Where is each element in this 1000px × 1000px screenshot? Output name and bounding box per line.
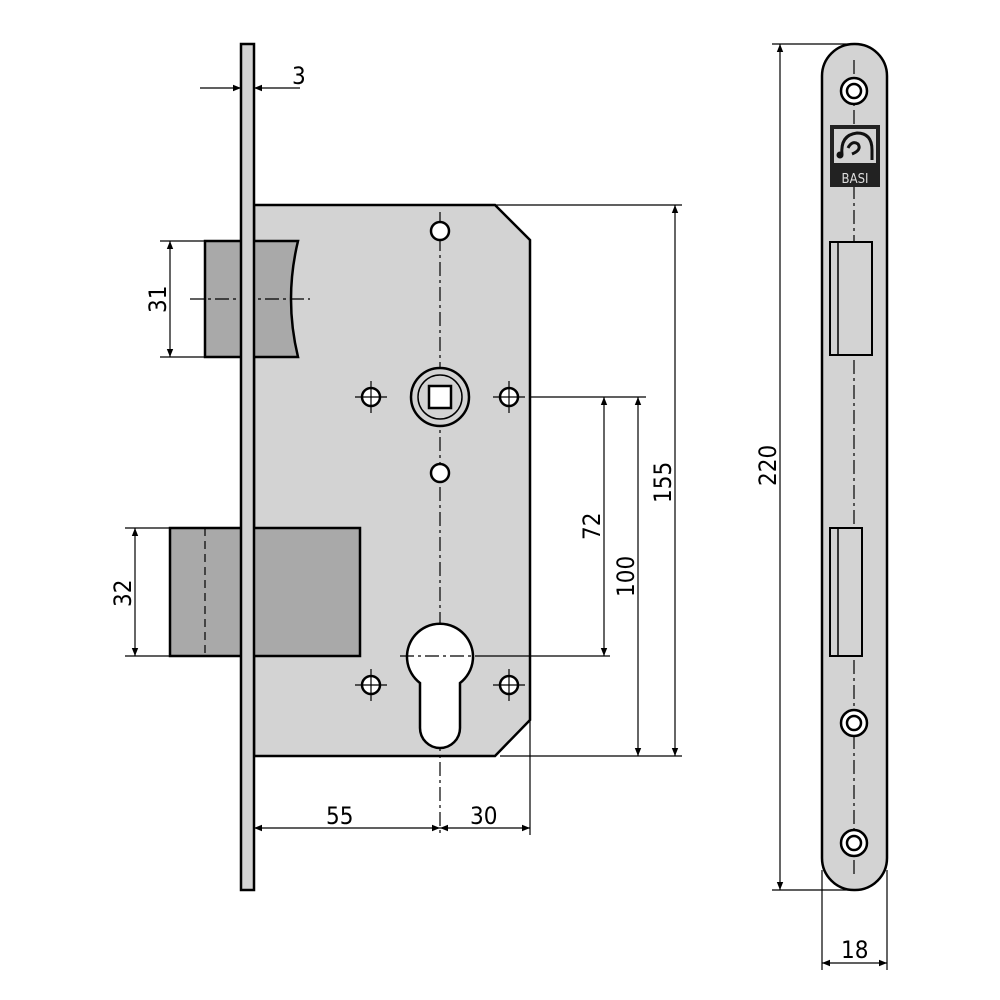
dim-72: 72 [578,513,606,540]
dim-31: 31 [144,286,172,313]
dim-32: 32 [109,580,137,607]
dim-18: 18 [841,936,868,964]
dim-100: 100 [612,556,640,597]
faceplate-front-view: BASI [820,42,889,892]
dim-3: 3 [292,62,306,90]
euro-cylinder-hole [405,622,475,750]
dim-220: 220 [754,445,782,486]
faceplate [239,42,256,892]
svg-text:BASI: BASI [842,172,869,187]
deadbolt [168,526,362,658]
dim-55: 55 [326,802,353,830]
dim-155: 155 [649,462,677,503]
dimension-lines [125,84,682,835]
dim-30: 30 [470,802,497,830]
basi-logo: BASI [830,125,880,187]
lock-body [252,203,532,758]
follower-hub [409,366,471,428]
